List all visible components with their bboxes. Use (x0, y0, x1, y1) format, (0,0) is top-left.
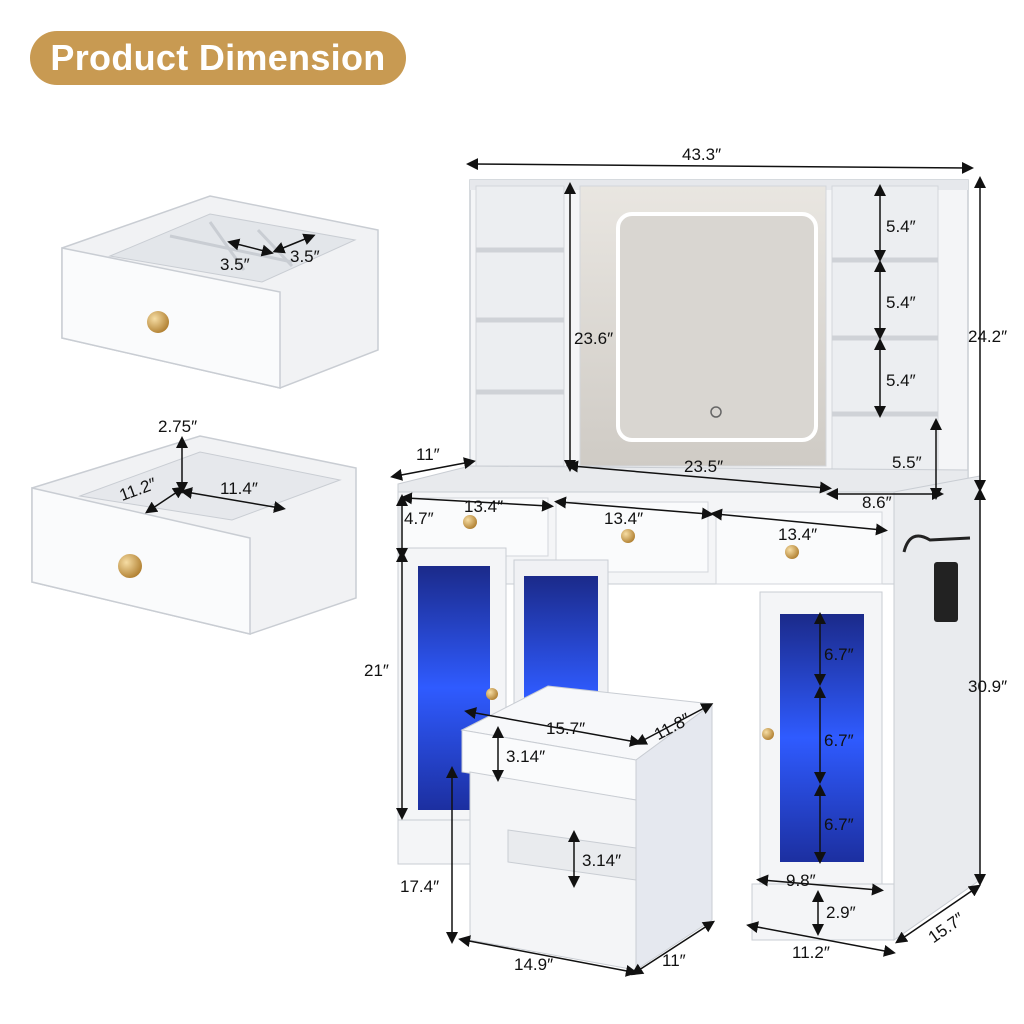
drawer-knob-icon (147, 311, 169, 333)
label-organizer-a: 3.5″ (220, 255, 250, 274)
label-stool-base-depth: 11″ (662, 951, 686, 970)
label-organizer-b: 3.5″ (290, 247, 320, 266)
label-drawer-height: 4.7″ (404, 509, 434, 528)
drawer-knob-icon (118, 554, 142, 578)
label-drawer2-width: 11.4″ (220, 479, 258, 498)
label-hutch-depth: 11″ (416, 445, 440, 464)
label-right-cab-shelf-1: 6.7″ (824, 645, 854, 664)
label-overall-width: 43.3″ (682, 145, 721, 164)
label-right-shelf-3: 5.4″ (886, 371, 916, 390)
touch-power-icon (710, 406, 722, 418)
label-base-height: 30.9″ (968, 677, 1007, 696)
plain-drawer: 2.75″ 11.2″ 11.4″ (31, 417, 357, 635)
drawer-knob-icon (621, 529, 635, 543)
label-mirror-height: 23.6″ (574, 329, 613, 348)
label-stool-width: 15.7″ (546, 719, 585, 738)
label-right-shelf-1: 5.4″ (886, 217, 916, 236)
led-mirror (616, 212, 818, 442)
hook-icon (902, 534, 971, 553)
page-title: Product Dimension (50, 37, 386, 78)
title-badge: Product Dimension (30, 31, 406, 85)
label-right-cab-width: 11.2″ (792, 943, 830, 962)
label-drawer-right-width: 13.4″ (778, 525, 817, 544)
label-right-shelf-width: 8.6″ (862, 493, 892, 512)
power-outlet-icon (934, 562, 958, 622)
label-drawer2-height: 2.75″ (158, 417, 197, 436)
label-right-shelf-4: 5.5″ (892, 453, 922, 472)
label-mirror-width: 23.5″ (684, 457, 723, 476)
label-stool-base-width: 14.9″ (514, 955, 553, 974)
label-right-cab-shelf-3: 6.7″ (824, 815, 854, 834)
vanity-hutch (397, 179, 969, 493)
label-right-cab-inner-width: 9.8″ (786, 871, 816, 890)
label-cabinet-height: 21″ (364, 661, 389, 680)
label-hutch-height: 24.2″ (968, 327, 1007, 346)
dimension-lines (390, 158, 986, 977)
organizer-drawer: 3.5″ 3.5″ (61, 195, 379, 389)
label-drawer-left-width: 13.4″ (464, 497, 503, 516)
cabinet-knob-icon (486, 688, 498, 700)
label-stool-rail: 3.14″ (582, 851, 621, 870)
label-stool-height: 17.4″ (400, 877, 439, 896)
label-right-cab-bottom: 2.9″ (826, 903, 856, 922)
label-right-cab-shelf-2: 6.7″ (824, 731, 854, 750)
label-stool-cushion: 3.14″ (506, 747, 545, 766)
drawer-knob-icon (463, 515, 477, 529)
label-right-shelf-2: 5.4″ (886, 293, 916, 312)
cabinet-knob-icon (762, 728, 774, 740)
drawer-knob-icon (785, 545, 799, 559)
label-drawer-mid-width: 13.4″ (604, 509, 643, 528)
